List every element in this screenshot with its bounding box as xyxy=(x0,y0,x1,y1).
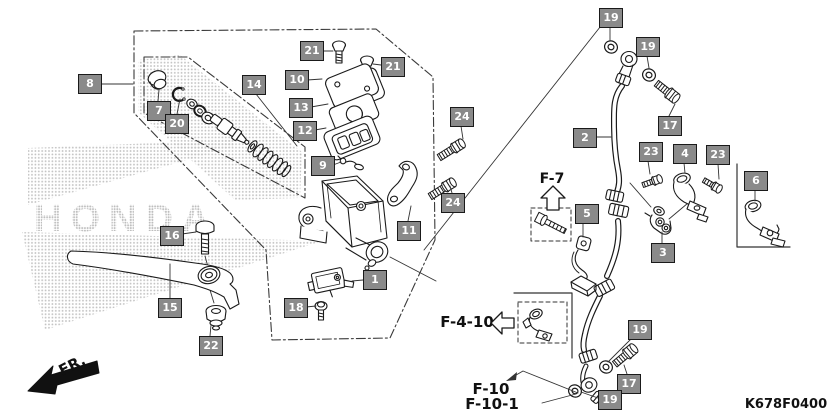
part-brake-lever-15 xyxy=(66,250,240,310)
callout-part-24: 24 xyxy=(441,193,465,213)
part-bracket-6 xyxy=(744,199,786,248)
callout-part-6: 6 xyxy=(744,171,768,191)
callout-part-13: 13 xyxy=(289,98,313,118)
part-boot-7 xyxy=(147,70,167,90)
callout-part-4: 4 xyxy=(673,144,697,164)
callout-part-24: 24 xyxy=(450,107,474,127)
callout-part-19: 19 xyxy=(599,8,623,28)
part-bolt-24a xyxy=(436,138,466,162)
part-banjo-bolt-17b xyxy=(611,343,639,368)
diagram-code: K678F0400 xyxy=(745,397,827,412)
callout-part-21: 21 xyxy=(381,57,405,77)
f10-arrowhead xyxy=(506,372,517,381)
part-pivot-bolt-16 xyxy=(195,220,215,255)
ref-f7-label: F-7 xyxy=(540,171,565,187)
part-circlip-20 xyxy=(171,86,186,102)
part-guide-bolt-5 xyxy=(533,211,567,234)
part-bolt-24b xyxy=(427,177,457,201)
callout-part-22: 22 xyxy=(199,336,223,356)
washer-19-top1 xyxy=(603,40,619,54)
callout-part-19: 19 xyxy=(636,37,660,57)
assembly-boundary xyxy=(133,28,436,341)
hose-top-banjo xyxy=(615,50,638,87)
callout-part-19: 19 xyxy=(628,320,652,340)
part-piston-kit xyxy=(147,70,292,178)
ref-f10: F-10 F-10-1 xyxy=(465,370,579,413)
ref-f10-1-label: F-10-1 xyxy=(465,395,519,413)
callout-part-9: 9 xyxy=(311,156,335,176)
part-piston-rod-14 xyxy=(209,114,292,178)
callout-part-18: 18 xyxy=(284,298,308,318)
callout-part-2: 2 xyxy=(573,128,597,148)
part-joint-3 xyxy=(644,206,672,235)
part-brake-hose-2 xyxy=(578,50,638,404)
part-lever-group xyxy=(66,220,240,331)
callout-part-20: 20 xyxy=(165,114,189,134)
callout-part-23: 23 xyxy=(639,142,663,162)
f410-left-arrow-icon xyxy=(490,311,515,335)
fr-direction: FR. xyxy=(27,351,100,395)
callout-part-11: 11 xyxy=(397,221,421,241)
part-guide-5 xyxy=(570,235,597,297)
ref-f410-label: F-4-10 xyxy=(440,313,494,331)
callout-part-8: 8 xyxy=(78,74,102,94)
part-clip-9 xyxy=(337,155,364,171)
part-clamp-11 xyxy=(387,160,418,207)
callout-part-3: 3 xyxy=(651,243,675,263)
honda-watermark: HONDA xyxy=(22,55,322,330)
callout-part-17: 17 xyxy=(658,116,682,136)
callout-part-21: 21 xyxy=(300,41,324,61)
part-clamp-4 xyxy=(672,172,709,223)
callout-part-14: 14 xyxy=(242,75,266,95)
callout-part-17: 17 xyxy=(617,374,641,394)
part-screw-21a xyxy=(331,40,347,64)
part-diaphragm-12 xyxy=(323,115,381,161)
ref-f7: F-7 xyxy=(540,171,566,211)
f7-up-arrow-icon xyxy=(540,185,566,211)
watermark-text: HONDA xyxy=(34,198,218,240)
part-bolt-23b xyxy=(701,177,723,194)
callout-part-23: 23 xyxy=(706,145,730,165)
ref-f10-label: F-10 xyxy=(473,380,510,398)
callout-part-15: 15 xyxy=(158,298,182,318)
part-switch-screw-18 xyxy=(314,300,328,321)
part-pivot-nut-22 xyxy=(205,304,227,331)
fr-arrow-icon xyxy=(27,360,100,395)
ref-f410: F-4-10 xyxy=(440,311,515,335)
callout-part-12: 12 xyxy=(293,121,317,141)
part-master-cylinder-body xyxy=(298,175,389,271)
leader-lines xyxy=(99,26,756,399)
callout-part-5: 5 xyxy=(575,204,599,224)
callout-part-16: 16 xyxy=(160,226,184,246)
reference-frames xyxy=(513,163,791,359)
callout-part-10: 10 xyxy=(285,70,309,90)
part-bolt-23a xyxy=(641,174,663,188)
washer-19-bottom1 xyxy=(599,360,613,374)
hose-collars xyxy=(578,189,630,364)
part-banjo-bolt-17a xyxy=(653,79,681,104)
callout-part-1: 1 xyxy=(363,270,387,290)
part-spring xyxy=(252,143,292,178)
part-cap-stack xyxy=(323,40,385,171)
washer-19-top2 xyxy=(641,68,657,82)
part-ref-clamp xyxy=(522,308,553,342)
part-brake-switch-1 xyxy=(307,267,355,298)
part-switch-group xyxy=(307,267,355,321)
callout-part-19: 19 xyxy=(598,390,622,410)
